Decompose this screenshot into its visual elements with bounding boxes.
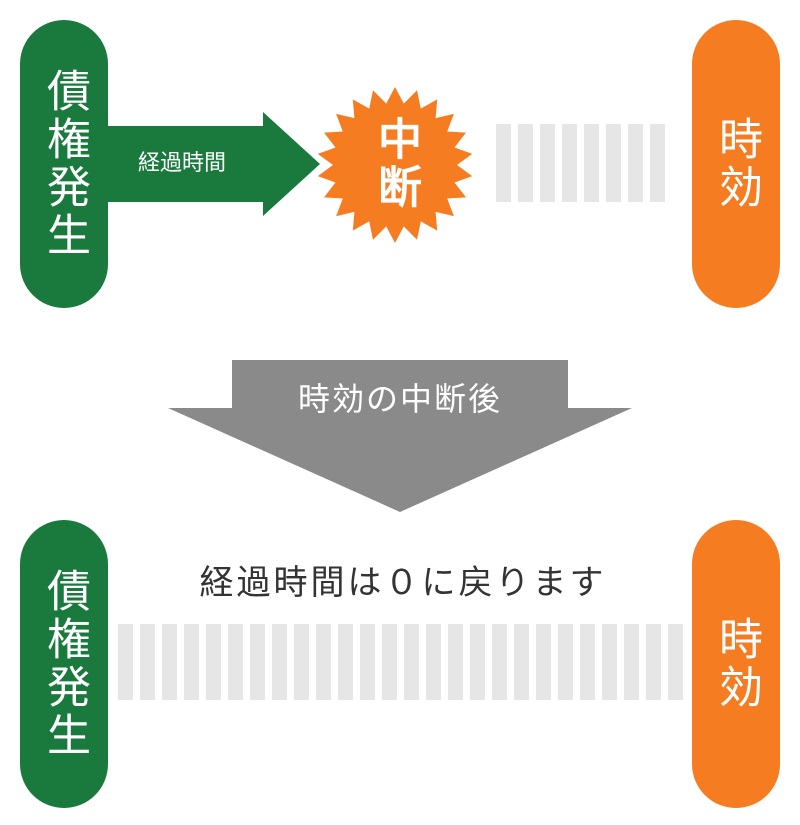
stripe <box>206 624 221 700</box>
remaining-time-stripes-bottom <box>118 624 688 700</box>
stripe <box>404 624 419 700</box>
stripe <box>448 624 463 700</box>
reset-message: 経過時間は０に戻ります <box>199 563 607 603</box>
expiry-label-top: 時効 <box>711 116 762 212</box>
claim-start-label-top: 債権発生 <box>39 68 90 260</box>
stripe <box>668 624 683 700</box>
stripe <box>492 624 507 700</box>
expiry-label-bottom: 時効 <box>711 616 762 712</box>
stripe <box>558 624 573 700</box>
stripe <box>584 124 599 202</box>
stripe <box>518 124 533 202</box>
after-interruption-arrow-shape <box>168 360 632 512</box>
stripe <box>540 124 555 202</box>
elapsed-time-arrow <box>105 112 320 216</box>
stripe <box>382 624 397 700</box>
interruption-burst-shape <box>317 87 473 243</box>
stripe <box>536 624 551 700</box>
interruption-label: 中断 <box>370 116 421 212</box>
stripe <box>184 624 199 700</box>
stripe <box>272 624 287 700</box>
stripe <box>628 124 643 202</box>
stripe <box>360 624 375 700</box>
claim-start-pill-top: 債権発生 <box>20 20 108 308</box>
stripe <box>250 624 265 700</box>
stripe <box>602 624 617 700</box>
after-interruption-arrow <box>168 360 632 512</box>
expiry-pill-top: 時効 <box>692 20 780 308</box>
stripe <box>162 624 177 700</box>
stripe <box>118 624 133 700</box>
stripe <box>646 624 661 700</box>
stripe <box>338 624 353 700</box>
elapsed-time-arrow-shape <box>105 112 320 216</box>
stripe <box>580 624 595 700</box>
stripe <box>316 624 331 700</box>
stripe <box>140 624 155 700</box>
stripe <box>606 124 621 202</box>
claim-start-pill-bottom: 債権発生 <box>20 520 108 808</box>
stripe <box>624 624 639 700</box>
remaining-time-stripes-top <box>496 124 676 202</box>
stripe <box>228 624 243 700</box>
stripe <box>514 624 529 700</box>
interruption-text-box: 中断 <box>365 108 425 220</box>
stripe <box>294 624 309 700</box>
stripe <box>426 624 441 700</box>
elapsed-time-label: 経過時間 <box>137 151 226 176</box>
interruption-burst <box>317 87 473 243</box>
stripe <box>496 124 511 202</box>
expiry-pill-bottom: 時効 <box>692 520 780 808</box>
after-interruption-label: 時効の中断後 <box>297 380 502 418</box>
stripe <box>562 124 577 202</box>
claim-start-label-bottom: 債権発生 <box>39 568 90 760</box>
stripe <box>650 124 665 202</box>
stripe <box>470 624 485 700</box>
